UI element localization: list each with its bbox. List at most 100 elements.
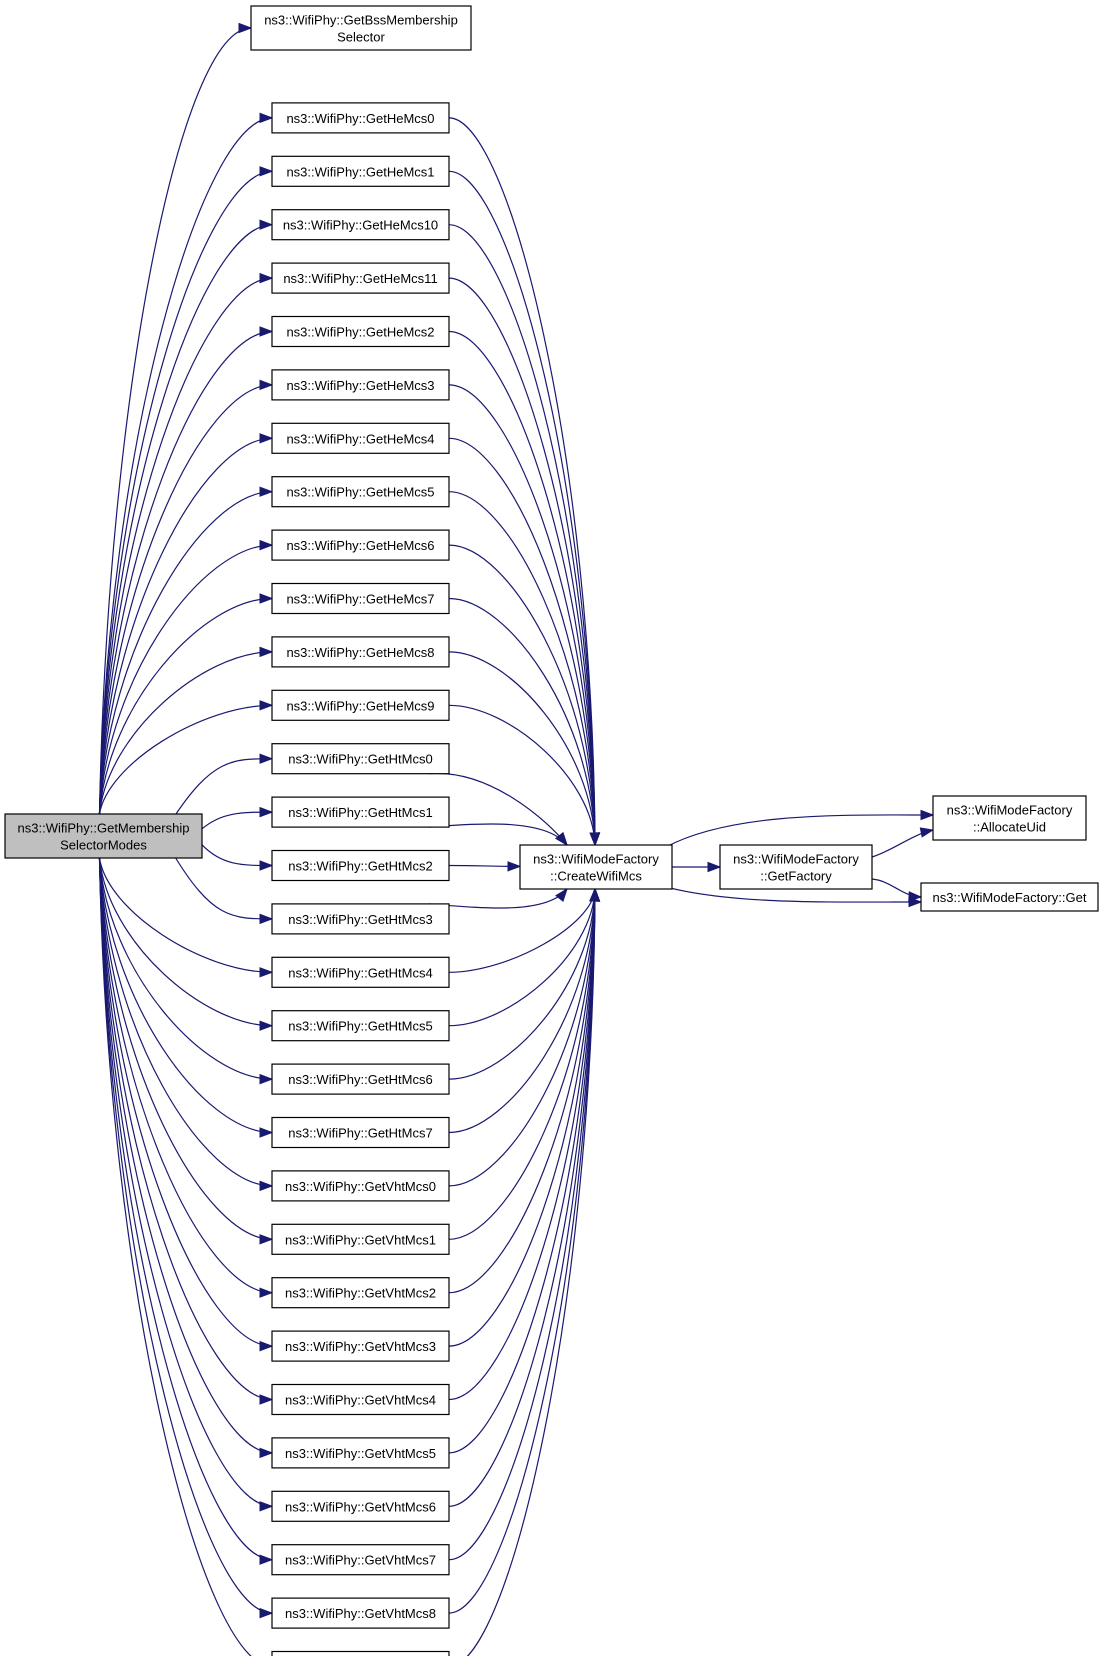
- edge-he1-to-create: [448, 170, 596, 846]
- edge-root-to-vht1-arrowhead: [259, 1234, 274, 1245]
- edge-root-to-he3-arrowhead: [259, 379, 274, 391]
- node-vht4-box: [271, 1383, 450, 1416]
- edge-root-to-vht2-arrowhead: [259, 1287, 274, 1298]
- edge-root-to-he8: [98, 651, 273, 815]
- node-he9[interactable]: ns3::WifiPhy::GetHeMcs9: [271, 689, 450, 721]
- edge-ht4-to-create: [448, 888, 596, 973]
- edge-he9-to-create: [448, 704, 596, 846]
- node-ht3-box: [271, 903, 450, 935]
- edge-he0-to-create: [448, 117, 596, 846]
- edge-root-to-he4-arrowhead: [259, 433, 274, 444]
- node-ht1-label-line-0: ns3::WifiPhy::GetHtMcs1: [288, 805, 432, 820]
- node-ht4[interactable]: ns3::WifiPhy::GetHtMcs4: [271, 956, 450, 988]
- edge-root-to-bss-arrowhead: [238, 22, 253, 34]
- edge-root-to-vht6: [98, 857, 273, 1507]
- node-vht8[interactable]: ns3::WifiPhy::GetVhtMcs8: [271, 1597, 450, 1629]
- node-he8[interactable]: ns3::WifiPhy::GetHeMcs8: [271, 636, 450, 668]
- node-vht2[interactable]: ns3::WifiPhy::GetVhtMcs2: [271, 1277, 450, 1309]
- edge-root-to-he9: [98, 704, 273, 815]
- node-alloc[interactable]: ns3::WifiModeFactory::AllocateUid: [932, 795, 1087, 841]
- edge-create-to-alloc-arrowhead: [920, 809, 935, 821]
- edge-root-to-ht2-arrowhead: [259, 860, 274, 871]
- edge-root-to-ht7-arrowhead: [259, 1127, 274, 1138]
- edge-root-to-he0-arrowhead: [259, 112, 274, 124]
- node-he2[interactable]: ns3::WifiPhy::GetHeMcs2: [271, 315, 450, 348]
- node-he1-label-line-0: ns3::WifiPhy::GetHeMcs1: [286, 164, 434, 179]
- node-factory-label-line-0: ns3::WifiModeFactory: [733, 852, 859, 867]
- edge-root-to-ht6-arrowhead: [259, 1073, 274, 1085]
- node-he8-label-line-0: ns3::WifiPhy::GetHeMcs8: [286, 645, 434, 660]
- node-ht7[interactable]: ns3::WifiPhy::GetHtMcs7: [271, 1116, 450, 1149]
- node-he0-label-line-0: ns3::WifiPhy::GetHeMcs0: [286, 111, 434, 126]
- node-vht6[interactable]: ns3::WifiPhy::GetVhtMcs6: [271, 1490, 450, 1522]
- node-he8-box: [271, 636, 450, 668]
- edge-root-to-ht3-arrowhead: [259, 913, 274, 925]
- node-get[interactable]: ns3::WifiModeFactory::Get: [920, 882, 1099, 912]
- node-alloc-label-line-0: ns3::WifiModeFactory: [947, 803, 1073, 818]
- node-ht3[interactable]: ns3::WifiPhy::GetHtMcs3: [271, 903, 450, 935]
- edge-root-to-he0: [98, 117, 273, 815]
- node-ht5[interactable]: ns3::WifiPhy::GetHtMcs5: [271, 1010, 450, 1042]
- edge-he4-to-create: [448, 437, 596, 846]
- edge-create-to-factory-arrowhead: [707, 861, 722, 873]
- node-vht4-label-line-0: ns3::WifiPhy::GetVhtMcs4: [285, 1393, 436, 1408]
- node-he3[interactable]: ns3::WifiPhy::GetHeMcs3: [271, 369, 450, 401]
- node-he6[interactable]: ns3::WifiPhy::GetHeMcs6: [271, 529, 450, 561]
- node-create-box: [519, 844, 673, 890]
- node-vht4[interactable]: ns3::WifiPhy::GetVhtMcs4: [271, 1383, 450, 1416]
- node-vht2-label-line-0: ns3::WifiPhy::GetVhtMcs2: [285, 1286, 436, 1301]
- edge-root-to-he11-arrowhead: [259, 272, 274, 284]
- node-he5[interactable]: ns3::WifiPhy::GetHeMcs5: [271, 476, 450, 508]
- edge-root-to-he2-arrowhead: [259, 326, 274, 337]
- node-he10[interactable]: ns3::WifiPhy::GetHeMcs10: [271, 209, 450, 241]
- node-ht1[interactable]: ns3::WifiPhy::GetHtMcs1: [271, 796, 450, 828]
- node-root-box: [4, 813, 203, 859]
- node-he4[interactable]: ns3::WifiPhy::GetHeMcs4: [271, 422, 450, 454]
- edge-root-to-he4: [98, 437, 273, 815]
- node-vht7[interactable]: ns3::WifiPhy::GetVhtMcs7: [271, 1544, 450, 1576]
- node-vht5[interactable]: ns3::WifiPhy::GetVhtMcs5: [271, 1437, 450, 1469]
- edge-vht9-to-create: [466, 888, 596, 1656]
- node-ht0-label-line-0: ns3::WifiPhy::GetHtMcs0: [288, 752, 432, 767]
- node-he5-label-line-0: ns3::WifiPhy::GetHeMcs5: [286, 485, 434, 500]
- edge-root-to-ht4: [98, 857, 273, 973]
- node-vht9-box: [271, 1650, 450, 1656]
- node-he7[interactable]: ns3::WifiPhy::GetHeMcs7: [271, 582, 450, 615]
- node-vht3[interactable]: ns3::WifiPhy::GetVhtMcs3: [271, 1330, 450, 1362]
- node-he10-box: [271, 209, 450, 241]
- edge-he3-to-create: [448, 384, 596, 846]
- node-he0[interactable]: ns3::WifiPhy::GetHeMcs0: [271, 102, 450, 134]
- node-vht0[interactable]: ns3::WifiPhy::GetVhtMcs0: [271, 1170, 450, 1202]
- node-he11-label-line-0: ns3::WifiPhy::GetHeMcs11: [283, 271, 437, 286]
- node-vht1[interactable]: ns3::WifiPhy::GetVhtMcs1: [271, 1223, 450, 1255]
- edge-root-to-vht3-arrowhead: [259, 1340, 274, 1352]
- edge-root-to-bss: [98, 27, 252, 815]
- node-vht1-box: [271, 1223, 450, 1255]
- node-vht9[interactable]: ns3::WifiPhy::GetVhtMcs9: [271, 1650, 450, 1656]
- node-he11-box: [271, 262, 450, 294]
- edge-root-to-he11: [98, 277, 273, 815]
- node-create[interactable]: ns3::WifiModeFactory::CreateWifiMcs: [519, 844, 673, 890]
- node-he5-box: [271, 476, 450, 508]
- edge-ht1-to-create-arrowhead: [555, 831, 568, 847]
- node-ht6[interactable]: ns3::WifiPhy::GetHtMcs6: [271, 1063, 450, 1095]
- node-he3-label-line-0: ns3::WifiPhy::GetHeMcs3: [286, 378, 434, 393]
- edge-he2-to-create: [448, 330, 596, 846]
- edge-he6-to-create: [448, 544, 596, 846]
- edge-root-to-he7: [98, 597, 273, 815]
- node-he11[interactable]: ns3::WifiPhy::GetHeMcs11: [271, 262, 450, 294]
- node-ht0[interactable]: ns3::WifiPhy::GetHtMcs0: [271, 743, 450, 775]
- edge-vht8-to-create: [448, 888, 596, 1614]
- node-he1[interactable]: ns3::WifiPhy::GetHeMcs1: [271, 155, 450, 187]
- node-factory[interactable]: ns3::WifiModeFactory::GetFactory: [719, 844, 873, 890]
- node-ht2[interactable]: ns3::WifiPhy::GetHtMcs2: [271, 849, 450, 882]
- edge-vht9-to-create-arrowhead: [589, 887, 601, 902]
- node-ht6-box: [271, 1063, 450, 1095]
- edge-ht1-to-create: [428, 823, 568, 846]
- edge-ht7-to-create: [448, 888, 596, 1134]
- edge-root-to-he5-arrowhead: [259, 486, 274, 497]
- edge-root-to-ht5: [98, 857, 273, 1027]
- edge-root-to-vht4-arrowhead: [259, 1394, 274, 1405]
